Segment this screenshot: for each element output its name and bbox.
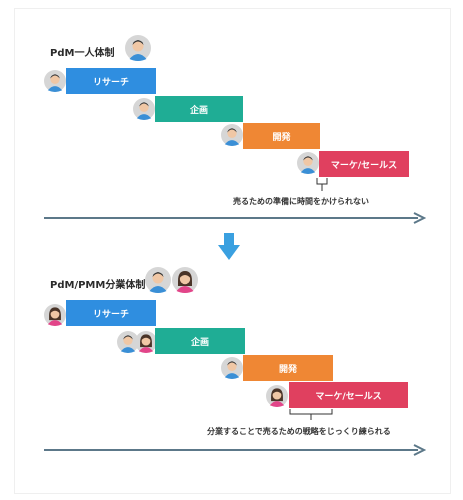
development-avatar-icon — [221, 124, 243, 146]
planning-label: 企画 — [189, 105, 208, 116]
pdm-avatar-icon — [145, 267, 171, 293]
timeline-arrow — [44, 444, 426, 456]
marketing-label: マーケ/セールス — [330, 160, 398, 171]
marketing-avatar-icon — [266, 385, 288, 407]
research-label: リサーチ — [92, 309, 129, 320]
brace-icon — [289, 409, 333, 420]
research-avatar-icon — [44, 304, 66, 326]
down-arrow-icon — [218, 233, 240, 260]
brace-icon — [316, 178, 328, 191]
research-avatar-icon — [44, 70, 66, 92]
marketing-bar: マーケ/セールス — [289, 382, 408, 408]
planning-bar: 企画 — [155, 96, 243, 122]
diagram2-title: PdM/PMM分業体制 — [50, 280, 146, 291]
diagram2-note: 分業することで売るための戦略をじっくり練られる — [207, 427, 391, 436]
pdm-avatar-icon — [125, 35, 151, 61]
pmm-avatar-icon — [172, 267, 198, 293]
timeline-arrow — [44, 212, 426, 224]
research-label: リサーチ — [92, 77, 129, 88]
diagram1-title: PdM一人体制 — [50, 48, 115, 59]
development-bar: 開発 — [243, 355, 333, 381]
research-bar: リサーチ — [66, 68, 156, 94]
planning-avatar-icon — [117, 331, 139, 353]
research-bar: リサーチ — [66, 300, 156, 326]
planning-label: 企画 — [190, 337, 209, 348]
development-bar: 開発 — [243, 123, 320, 149]
planning-avatar-icon — [133, 98, 155, 120]
development-label: 開発 — [272, 132, 291, 143]
marketing-label: マーケ/セールス — [315, 391, 382, 402]
development-label: 開発 — [278, 364, 297, 375]
diagram1-note: 売るための準備に時間をかけられない — [233, 197, 369, 206]
development-avatar-icon — [221, 357, 243, 379]
marketing-bar: マーケ/セールス — [319, 151, 409, 177]
planning-bar: 企画 — [155, 328, 245, 354]
marketing-avatar-icon — [297, 152, 319, 174]
planning-avatar-icon — [135, 331, 157, 353]
